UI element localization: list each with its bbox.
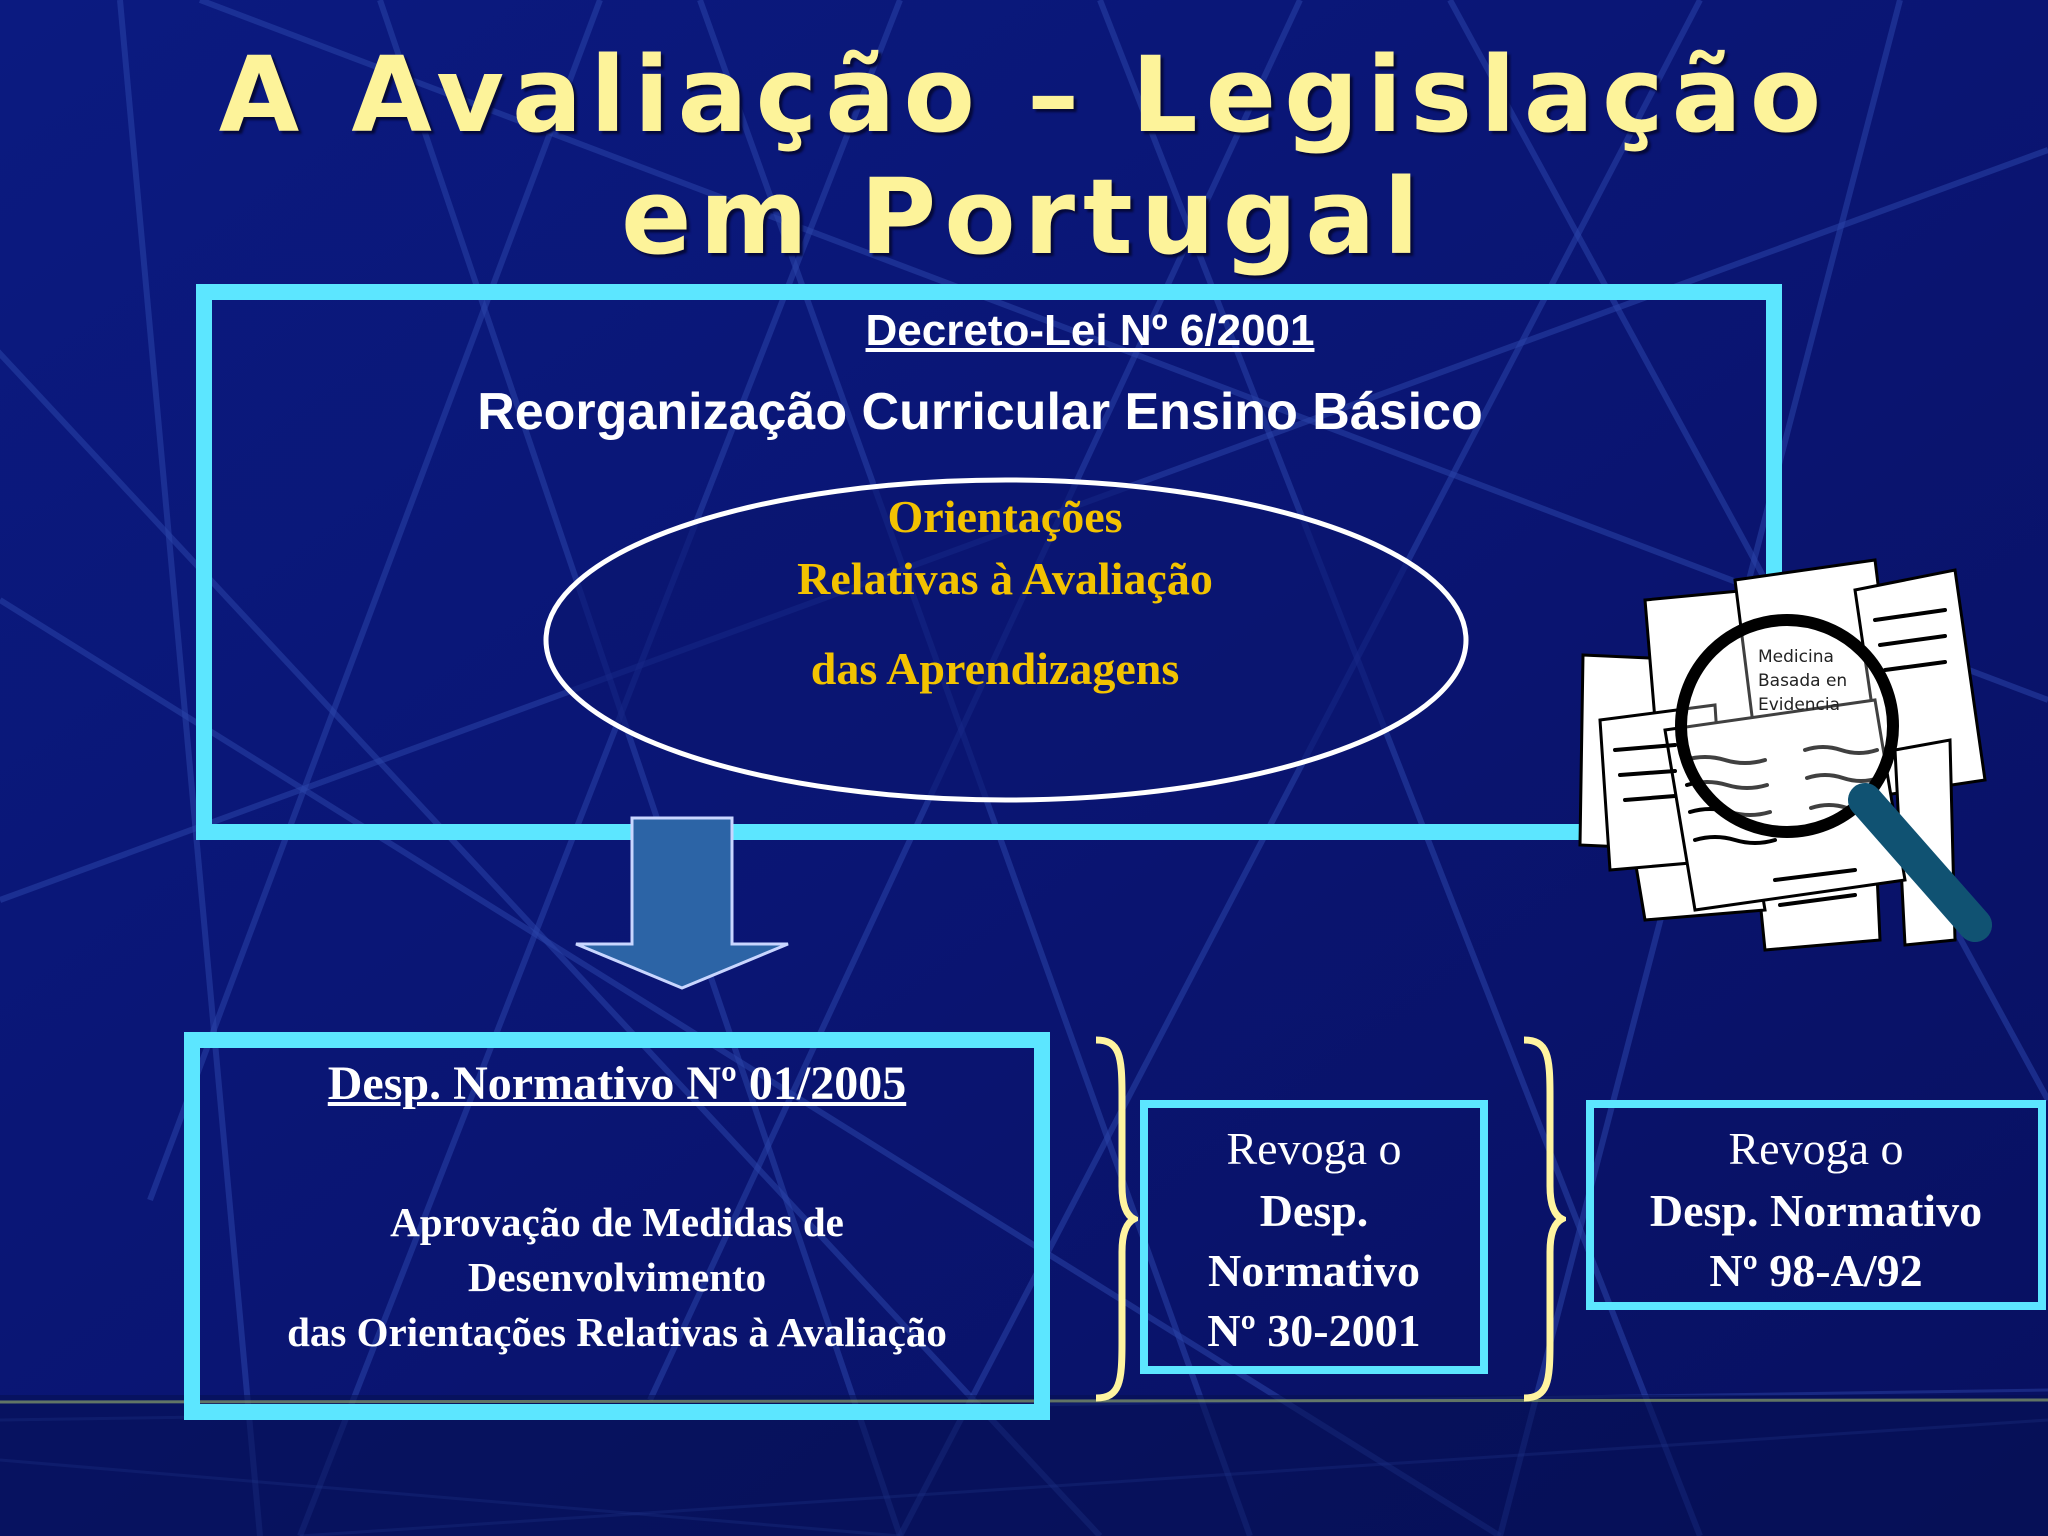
revoga-1-line-2: Desp. — [1259, 1185, 1369, 1236]
revoga-2-line-2: Desp. Normativo — [1649, 1185, 1983, 1236]
slide-title-line-2: em Portugal — [620, 156, 1428, 278]
despacho-line-2: Desenvolvimento — [467, 1254, 767, 1300]
despacho-line-3: das Orientações Relativas à Avaliação — [287, 1309, 947, 1355]
ellipse-line-2: Relativas à Avaliação — [797, 553, 1213, 604]
down-arrow-icon — [575, 816, 789, 990]
slide-title-line-1: A Avaliação – Legislação — [218, 34, 1830, 156]
paper-text-2: Basada en — [1758, 671, 1847, 691]
decreto-lei-box — [196, 284, 1782, 840]
paper-text-3: Evidencia — [1758, 695, 1840, 715]
orientacoes-ellipse — [543, 477, 1469, 803]
despacho-heading: Desp. Normativo Nº 01/2005 — [327, 1057, 907, 1110]
decreto-lei-heading: Decreto-Lei Nº 6/2001 — [865, 306, 1315, 355]
revoga-2-line-3: Nº 98-A/92 — [1709, 1245, 1923, 1296]
despacho-normativo-box — [184, 1032, 1050, 1420]
ellipse-line-1: Orientações — [887, 491, 1123, 542]
brace-2-icon — [1523, 1036, 1566, 1402]
revoga-2-line-1: Revoga o — [1728, 1123, 1904, 1174]
revoga-1-line-1: Revoga o — [1226, 1123, 1402, 1174]
paper-text-1: Medicina — [1758, 647, 1834, 667]
revoga-1-line-4: Nº 30-2001 — [1207, 1305, 1421, 1356]
decreto-lei-subtitle: Reorganização Curricular Ensino Básico — [477, 383, 1483, 441]
documents-magnifier-icon: Medicina Basada en Evidencia — [1578, 558, 1992, 952]
ellipse-line-3: das Aprendizagens — [810, 643, 1180, 694]
revoga-box-1 — [1140, 1100, 1488, 1374]
despacho-line-1: Aprovação de Medidas de — [390, 1199, 844, 1245]
revoga-1-line-3: Normativo — [1207, 1245, 1421, 1296]
revoga-box-2 — [1586, 1100, 2046, 1310]
brace-1-icon — [1095, 1036, 1138, 1402]
